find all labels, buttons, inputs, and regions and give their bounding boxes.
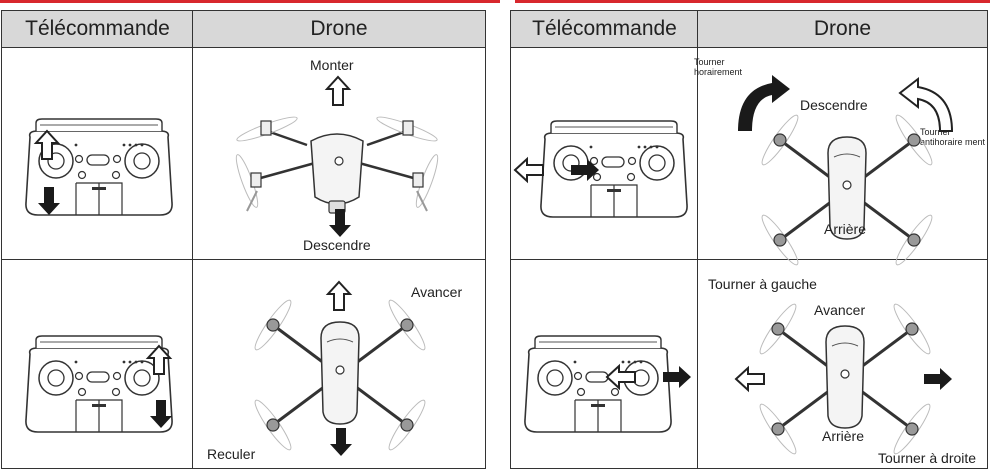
header-drone: Drone <box>698 11 987 48</box>
left-controls-table: Télécommande Drone Monter Descendre Avan… <box>1 10 486 469</box>
label-turn-left: Tourner à gauche <box>708 276 817 292</box>
label-down: Descendre <box>800 97 868 113</box>
arrow-left-outline-icon <box>735 367 765 391</box>
arrow-down-filled-icon <box>330 428 352 456</box>
label-turn-ccw: Tourner antihoraire ment <box>920 127 986 147</box>
arrow-right-filled-icon <box>924 368 952 390</box>
row2-drone-cell: Tourner à gauche Avancer Arrière Tourner… <box>698 260 987 468</box>
arrow-left-outline-icon <box>606 365 636 389</box>
drone-front-icon <box>231 112 443 215</box>
accent-bar-left <box>0 0 500 3</box>
row-divider <box>2 259 485 260</box>
arrow-up-outline-icon <box>147 345 171 375</box>
accent-bar-right <box>515 0 990 3</box>
label-down: Descendre <box>303 237 371 253</box>
header-remote: Télécommande <box>2 11 193 48</box>
row1-drone-cell: Monter Descendre <box>193 49 485 259</box>
label-back: Reculer <box>207 446 256 462</box>
row2-drone-cell: Avancer Reculer <box>193 260 485 468</box>
arrow-up-outline-icon <box>35 130 59 160</box>
column-divider <box>697 11 698 468</box>
column-divider <box>192 11 193 468</box>
label-forward: Avancer <box>814 302 866 318</box>
drone-top-icon <box>756 110 938 270</box>
row2-remote-cell <box>511 260 697 468</box>
arrow-down-filled-icon <box>329 209 351 237</box>
label-back: Arrière <box>824 221 867 237</box>
arrow-right-filled-icon <box>571 159 599 181</box>
curved-arrow-cw-icon <box>738 75 790 131</box>
label-back: Arrière <box>822 428 865 444</box>
row1-remote-cell <box>511 49 697 259</box>
label-turn-right: Tourner à droite <box>878 450 977 466</box>
row1-remote-cell <box>2 49 192 259</box>
row1-drone-cell: Tourner horairement Descendre Tourner an… <box>694 49 987 270</box>
arrow-right-filled-icon <box>663 366 691 388</box>
row2-remote-cell <box>2 260 192 468</box>
right-controls-table: Télécommande Drone Tourner horairement D… <box>510 10 988 469</box>
header-drone: Drone <box>193 11 485 48</box>
label-turn-cw: Tourner horairement <box>694 57 743 77</box>
label-forward: Avancer <box>411 284 463 300</box>
header-remote: Télécommande <box>511 11 698 48</box>
arrow-down-filled-icon <box>150 400 172 428</box>
curved-arrow-ccw-icon <box>898 76 954 132</box>
label-up: Monter <box>310 57 354 73</box>
remote-controller-icon <box>540 120 688 218</box>
remote-controller-icon <box>524 335 672 433</box>
arrow-left-outline-icon <box>514 158 544 182</box>
row-divider <box>511 259 987 260</box>
arrow-down-filled-icon <box>38 187 60 215</box>
